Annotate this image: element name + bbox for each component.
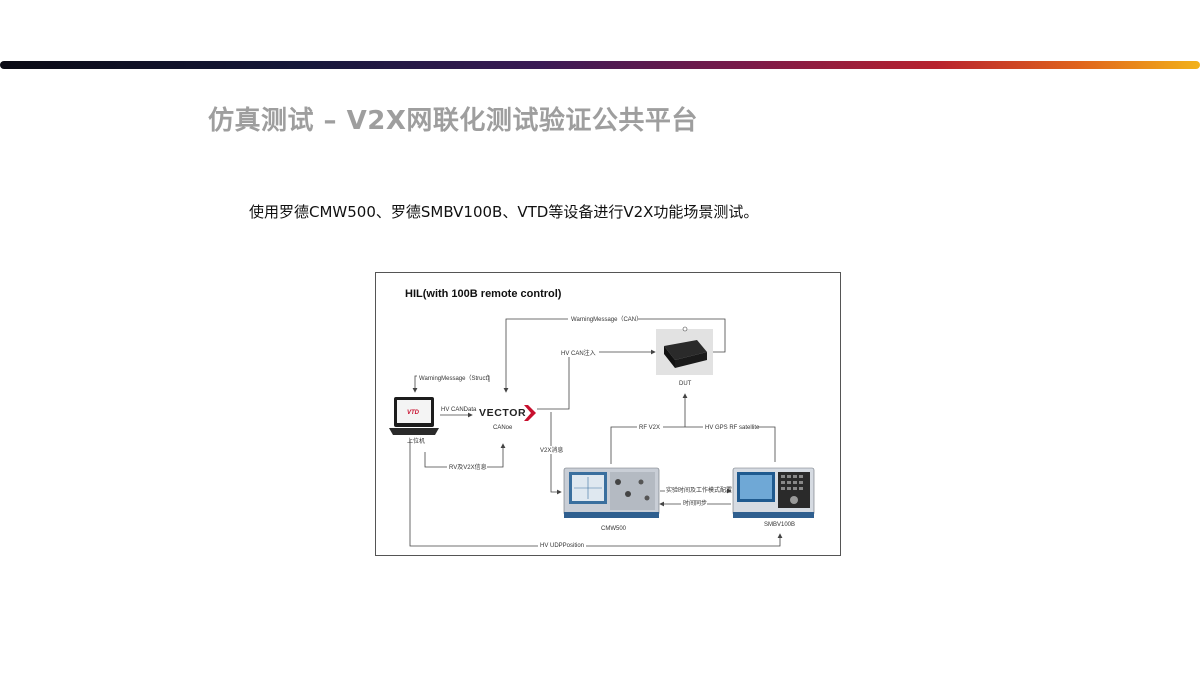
canoe-node: VECTOR CANoe xyxy=(479,405,536,431)
hil-diagram: HIL(with 100B remote control) WarningMes… xyxy=(375,272,841,556)
label-hv-candata: HV CANData xyxy=(441,407,477,413)
edge-hv-can-inject xyxy=(537,349,656,410)
edge-warning-can xyxy=(503,318,726,393)
vector-logo: VECTOR xyxy=(479,407,526,419)
dut-node: DUT xyxy=(656,326,713,387)
label-rv-v2x: RV及V2X信息 xyxy=(449,463,487,471)
vtd-logo: VTD xyxy=(407,410,420,416)
label-warning-can: WarningMessage（CAN） xyxy=(571,316,642,323)
edge-v2x-info xyxy=(550,412,562,495)
smbv100b-node: SMBV100B xyxy=(732,467,815,528)
edge-hv-udp xyxy=(409,440,783,547)
smbv100b-caption: SMBV100B xyxy=(764,522,795,528)
label-warning-struct: WarningMessage（Struct） xyxy=(419,375,493,382)
label-hv-udp: HV UDPPosition xyxy=(540,543,584,549)
dut-caption: DUT xyxy=(679,381,692,387)
label-time-sync: 时间同步 xyxy=(683,499,707,507)
label-hv-gps: HV GPS RF satellite xyxy=(705,425,760,431)
label-rf-v2x: RF V2X xyxy=(639,425,660,431)
page-description: 使用罗德CMW500、罗德SMBV100B、VTD等设备进行V2X功能场景测试。 xyxy=(249,203,759,221)
page-title: 仿真测试 – V2X网联化测试验证公共平台 xyxy=(208,106,698,136)
diagram-heading: HIL(with 100B remote control) xyxy=(405,288,562,300)
laptop-caption: 上位机 xyxy=(407,437,425,445)
laptop-node: VTD 上位机 xyxy=(389,397,439,445)
top-gradient-bar xyxy=(0,61,1200,69)
cmw500-caption: CMW500 xyxy=(601,526,627,532)
cmw500-node: CMW500 xyxy=(563,467,660,532)
vector-arrow-icon xyxy=(524,405,536,421)
label-v2x-info: V2X消息 xyxy=(540,446,563,454)
canoe-caption: CANoe xyxy=(493,425,513,431)
edge-rf-v2x xyxy=(610,426,776,464)
label-hv-can-inject: HV CAN注入 xyxy=(561,349,596,357)
label-time-config: 实验时间及工作模式配置 xyxy=(666,486,732,494)
